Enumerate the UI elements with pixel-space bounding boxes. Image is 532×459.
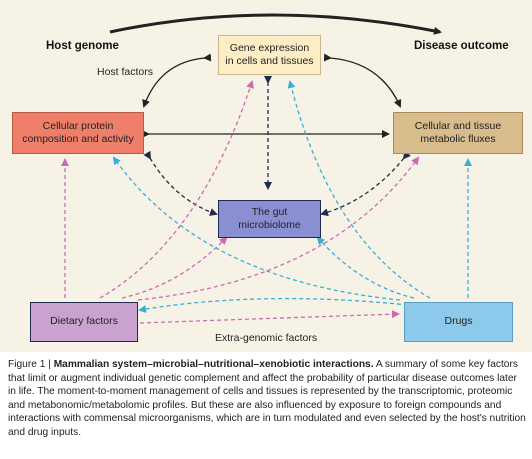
box-dietary-factors: Dietary factors: [30, 302, 138, 342]
arrow-tissue-gut: [320, 150, 411, 217]
dietary-factors-label: Dietary factors: [50, 315, 118, 328]
caption-prefix: Figure 1 |: [8, 359, 54, 370]
figure-caption: Figure 1 | Mammalian system–microbial–nu…: [8, 358, 526, 439]
cellular-protein-line2: composition and activity: [22, 133, 134, 145]
arrow-diet-gene: [99, 80, 254, 299]
label-host-genome: Host genome: [46, 40, 119, 52]
arrow-diet-drugs: [139, 310, 400, 324]
cellular-tissue-line2: metabolic fluxes: [420, 133, 496, 145]
label-host-factors: Host factors: [97, 66, 154, 78]
drugs-label: Drugs: [444, 315, 473, 328]
caption-title: Mammalian system–microbial–nutritional–x…: [53, 359, 374, 370]
gut-microbiome-line2: microbiolome: [238, 219, 301, 231]
arrow-diet-gut: [121, 236, 228, 299]
arrow-protein-gut: [143, 150, 218, 216]
gene-expression-line2: in cells and tissues: [225, 55, 314, 67]
arrows-layer: [61, 13, 472, 324]
arrow-drugs-diet: [138, 297, 409, 313]
cellular-protein-line1: Cellular protein: [42, 119, 114, 132]
cellular-tissue-line1: Cellular and tissue: [414, 119, 502, 132]
box-drugs: Drugs: [404, 302, 513, 342]
arrow-drugs-protein: [112, 156, 401, 301]
caption-body: A summary of some key factors that limit…: [8, 359, 526, 438]
label-extra-genomic: Extra-genomic factors: [215, 332, 318, 344]
label-disease-outcome: Disease outcome: [414, 40, 509, 52]
arrow-drugs-gene: [287, 80, 431, 299]
arrow-gene-tissue: [323, 53, 402, 108]
arrow-gene-protein: [142, 53, 212, 108]
gene-expression-line1: Gene expression: [229, 41, 310, 54]
diagram-panel: Host genome Disease outcome Host factors…: [0, 0, 532, 352]
gut-microbiome-line1: The gut: [251, 205, 288, 218]
arrow-diet-tissue: [137, 156, 420, 301]
arc-genome-to-outcome: [109, 13, 442, 35]
arrow-drugs-gut: [316, 236, 415, 299]
